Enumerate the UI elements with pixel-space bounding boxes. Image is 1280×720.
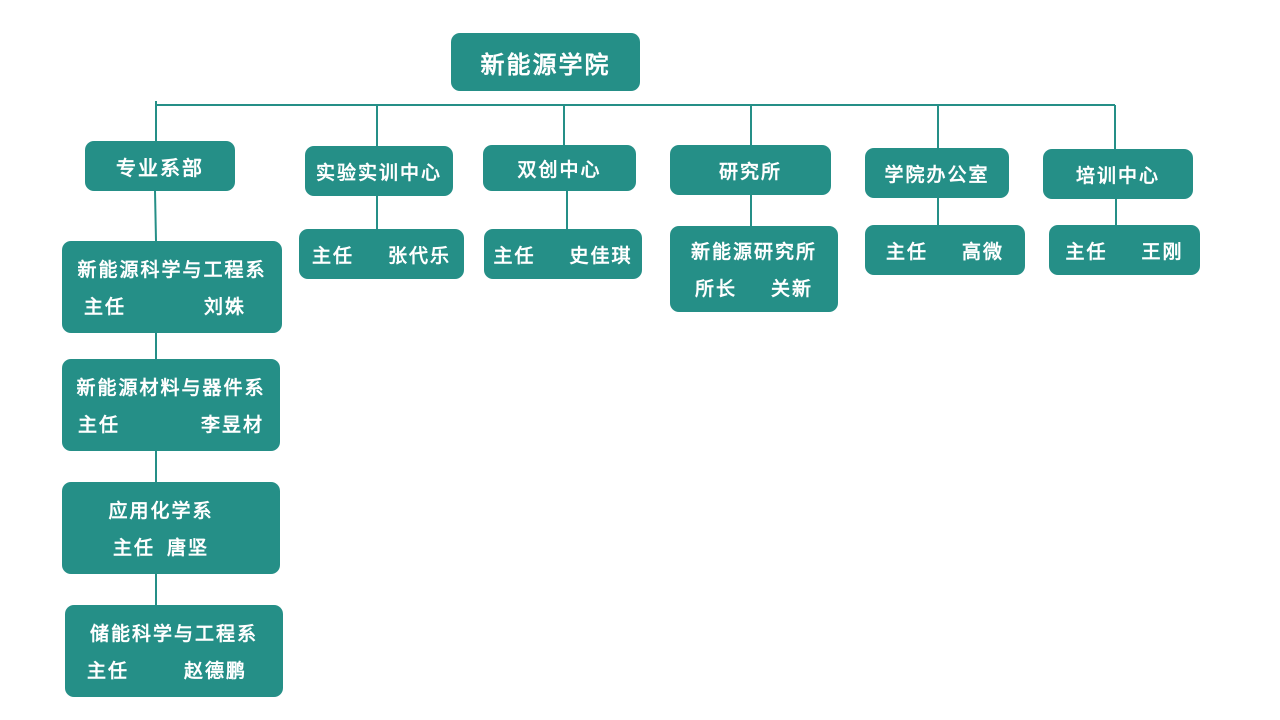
unit-name: 实验实训中心 [315, 161, 442, 184]
person: 张代乐 [388, 244, 452, 267]
role: 主任 [493, 244, 536, 267]
person: 王刚 [1141, 240, 1184, 263]
role: 主任 [78, 414, 121, 436]
unit-node: 研究所 [670, 145, 831, 195]
unit-head: 新能源研究所 所长 关新 [670, 226, 838, 312]
department-name: 新能源材料与器件系 [76, 377, 266, 399]
unit-node: 双创中心 [483, 145, 636, 191]
root-node: 新能源学院 [451, 33, 640, 91]
departments-node: 专业系部 [85, 141, 235, 191]
department-name: 储能科学与工程系 [89, 623, 258, 645]
root-title: 新能源学院 [480, 49, 611, 79]
person: 赵德鹏 [183, 660, 247, 682]
departments-title: 专业系部 [116, 155, 204, 180]
role: 主任 [885, 240, 928, 263]
unit-name: 研究所 [718, 160, 782, 183]
unit-name: 学院办公室 [884, 163, 990, 186]
role: 所长 [694, 278, 737, 300]
unit-node: 培训中心 [1043, 149, 1193, 199]
person: 李昱材 [200, 414, 264, 436]
role: 主任 [87, 660, 130, 682]
person: 史佳琪 [569, 244, 633, 267]
department-node: 储能科学与工程系 主任 赵德鹏 [65, 605, 283, 697]
person: 关新 [771, 278, 814, 300]
department-name: 新能源科学与工程系 [77, 259, 267, 281]
department-node: 应用化学系 主任唐坚 [62, 482, 280, 574]
role: 主任 [1065, 240, 1108, 263]
unit-node: 实验实训中心 [305, 146, 453, 196]
unit-name: 双创中心 [517, 158, 602, 181]
role: 主任 [112, 537, 155, 559]
department-name: 应用化学系 [108, 500, 214, 522]
institute-name: 新能源研究所 [690, 241, 817, 263]
unit-head: 主任 史佳琪 [484, 229, 642, 279]
person: 高微 [962, 240, 1005, 263]
unit-head: 主任 高微 [865, 225, 1025, 275]
role: 主任 [84, 296, 127, 318]
department-node: 新能源材料与器件系 主任 李昱材 [62, 359, 280, 451]
unit-name: 培训中心 [1075, 164, 1160, 187]
unit-head: 主任 张代乐 [299, 229, 464, 279]
person: 刘姝 [203, 296, 246, 318]
department-node: 新能源科学与工程系 主任 刘姝 [62, 241, 282, 333]
person: 唐坚 [167, 537, 210, 559]
unit-head: 主任 王刚 [1049, 225, 1200, 275]
unit-node: 学院办公室 [865, 148, 1009, 198]
role: 主任 [311, 244, 354, 267]
